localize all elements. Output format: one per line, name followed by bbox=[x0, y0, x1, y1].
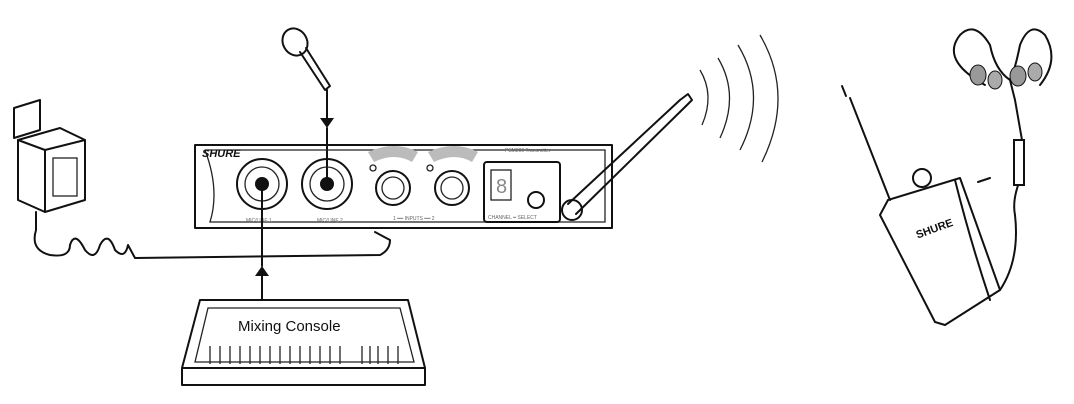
rotate-arrow-icon bbox=[368, 146, 418, 162]
earphones bbox=[952, 28, 1053, 186]
transmitter-model-label: PSM200 Transmitter bbox=[505, 148, 551, 154]
mixing-console: Mixing Console bbox=[181, 185, 426, 386]
microphone bbox=[281, 27, 334, 186]
xlr-input-2 bbox=[301, 158, 353, 210]
channel-display bbox=[490, 169, 512, 201]
receiver-brand-logo: SHURE bbox=[914, 217, 954, 241]
channel-select-button[interactable] bbox=[527, 191, 545, 209]
wireless-signal-icon bbox=[699, 34, 779, 163]
channel-select-label: CHANNEL ━ SELECT bbox=[488, 215, 537, 221]
bodypack-receiver: SHURE bbox=[841, 85, 1023, 326]
input-1-label: MIC/LINE 1 bbox=[246, 218, 272, 224]
input-2-label: MIC/LINE 2 bbox=[317, 218, 343, 224]
mixing-console-label: Mixing Console bbox=[238, 318, 341, 335]
gain-knob-2[interactable] bbox=[434, 170, 470, 206]
transmitter-brand-logo: SHURE bbox=[202, 148, 241, 160]
transmitter-unit: SHURE PSM200 Transmitter MIC/LINE 1 MIC/… bbox=[194, 93, 693, 229]
power-adapter bbox=[13, 99, 391, 259]
rotate-arrow-icon bbox=[428, 146, 478, 162]
inputs-label: 1 ━━ INPUTS ━━ 2 bbox=[393, 216, 435, 222]
gain-knob-1[interactable] bbox=[375, 170, 411, 206]
channel-digit: 8 bbox=[496, 176, 507, 198]
